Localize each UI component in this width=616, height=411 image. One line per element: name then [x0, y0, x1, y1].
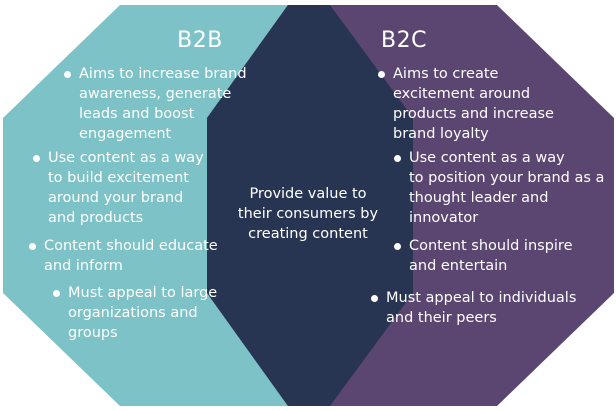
- bullet-dot-icon: [29, 243, 36, 250]
- b2c-bullet-text: Use content as a way to position your br…: [409, 150, 605, 226]
- bullet-dot-icon: [53, 290, 60, 297]
- b2b-title: B2B: [177, 28, 223, 53]
- b2b-bullet-text: Content should educate and inform: [44, 238, 218, 274]
- bullet-dot-icon: [394, 155, 401, 162]
- b2b-bullet: Must appeal to large organizations and g…: [53, 283, 217, 343]
- b2c-bullet: Use content as a way to position your br…: [394, 148, 604, 228]
- overlap-text: Provide value to their consumers by crea…: [237, 186, 379, 242]
- b2b-bullet: Content should educate and inform: [29, 236, 218, 276]
- b2c-bullet-text: Content should inspire and entertain: [409, 238, 573, 274]
- b2c-title: B2C: [381, 28, 427, 53]
- bullet-dot-icon: [371, 295, 378, 302]
- b2b-bullet-text: Use content as a way to build excitement…: [48, 150, 204, 226]
- b2c-bullet: Must appeal to individuals and their pee…: [371, 288, 576, 328]
- b2b-bullet: Aims to increase brand awareness, genera…: [64, 64, 247, 144]
- bullet-dot-icon: [33, 155, 40, 162]
- b2c-bullet: Aims to create excitement around product…: [378, 64, 554, 144]
- b2c-bullet-text: Aims to create excitement around product…: [393, 66, 554, 142]
- b2b-bullet-text: Must appeal to large organizations and g…: [68, 285, 218, 341]
- bullet-dot-icon: [394, 243, 401, 250]
- bullet-dot-icon: [64, 71, 71, 78]
- b2c-bullet: Content should inspire and entertain: [394, 236, 573, 276]
- b2b-bullet: Use content as a way to build excitement…: [33, 148, 204, 228]
- overlap-region: [207, 5, 413, 406]
- bullet-dot-icon: [378, 71, 385, 78]
- b2c-bullet-text: Must appeal to individuals and their pee…: [386, 290, 577, 326]
- b2b-bullet-text: Aims to increase brand awareness, genera…: [79, 66, 247, 142]
